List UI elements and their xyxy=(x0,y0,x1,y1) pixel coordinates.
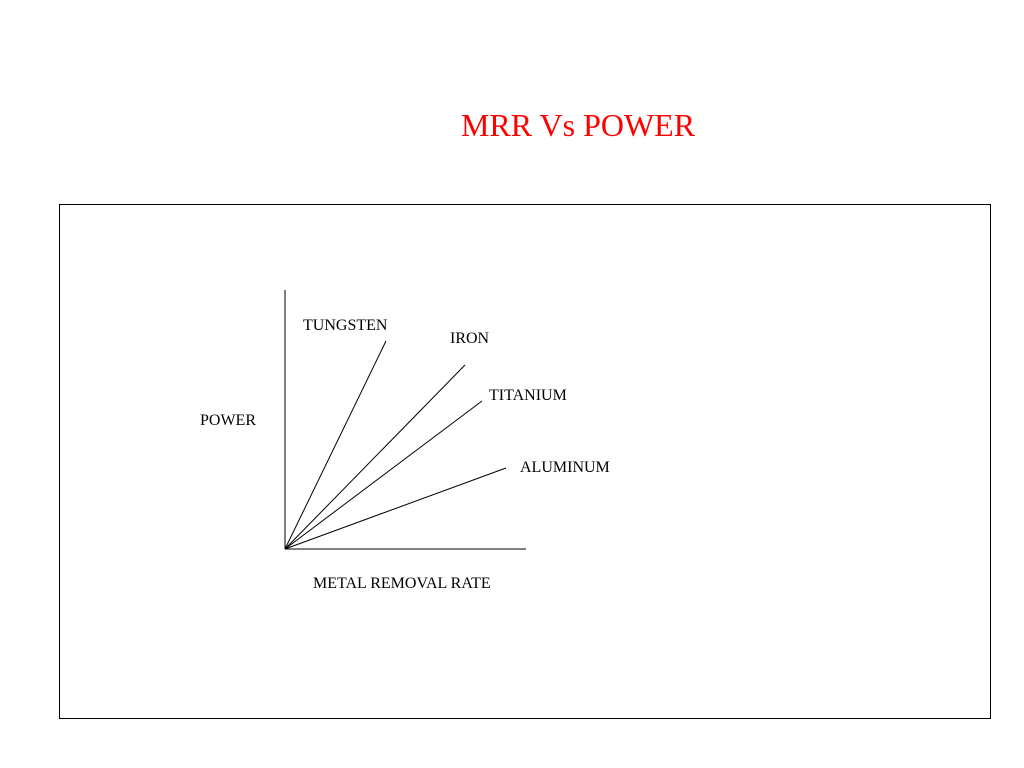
aluminum-line xyxy=(284,467,507,550)
tungsten-label: TUNGSTEN xyxy=(303,317,388,334)
y-axis-label: POWER xyxy=(200,412,256,429)
iron-label: IRON xyxy=(450,330,490,347)
titanium-line xyxy=(284,400,483,550)
tungsten-line xyxy=(284,340,387,550)
x-axis-label: METAL REMOVAL RATE xyxy=(313,575,491,592)
titanium-label: TITANIUM xyxy=(489,387,567,404)
diagram-frame xyxy=(59,204,991,719)
iron-line xyxy=(284,364,466,550)
slide-title: MRR Vs POWER xyxy=(460,107,696,143)
aluminum-label: ALUMINUM xyxy=(520,459,610,476)
